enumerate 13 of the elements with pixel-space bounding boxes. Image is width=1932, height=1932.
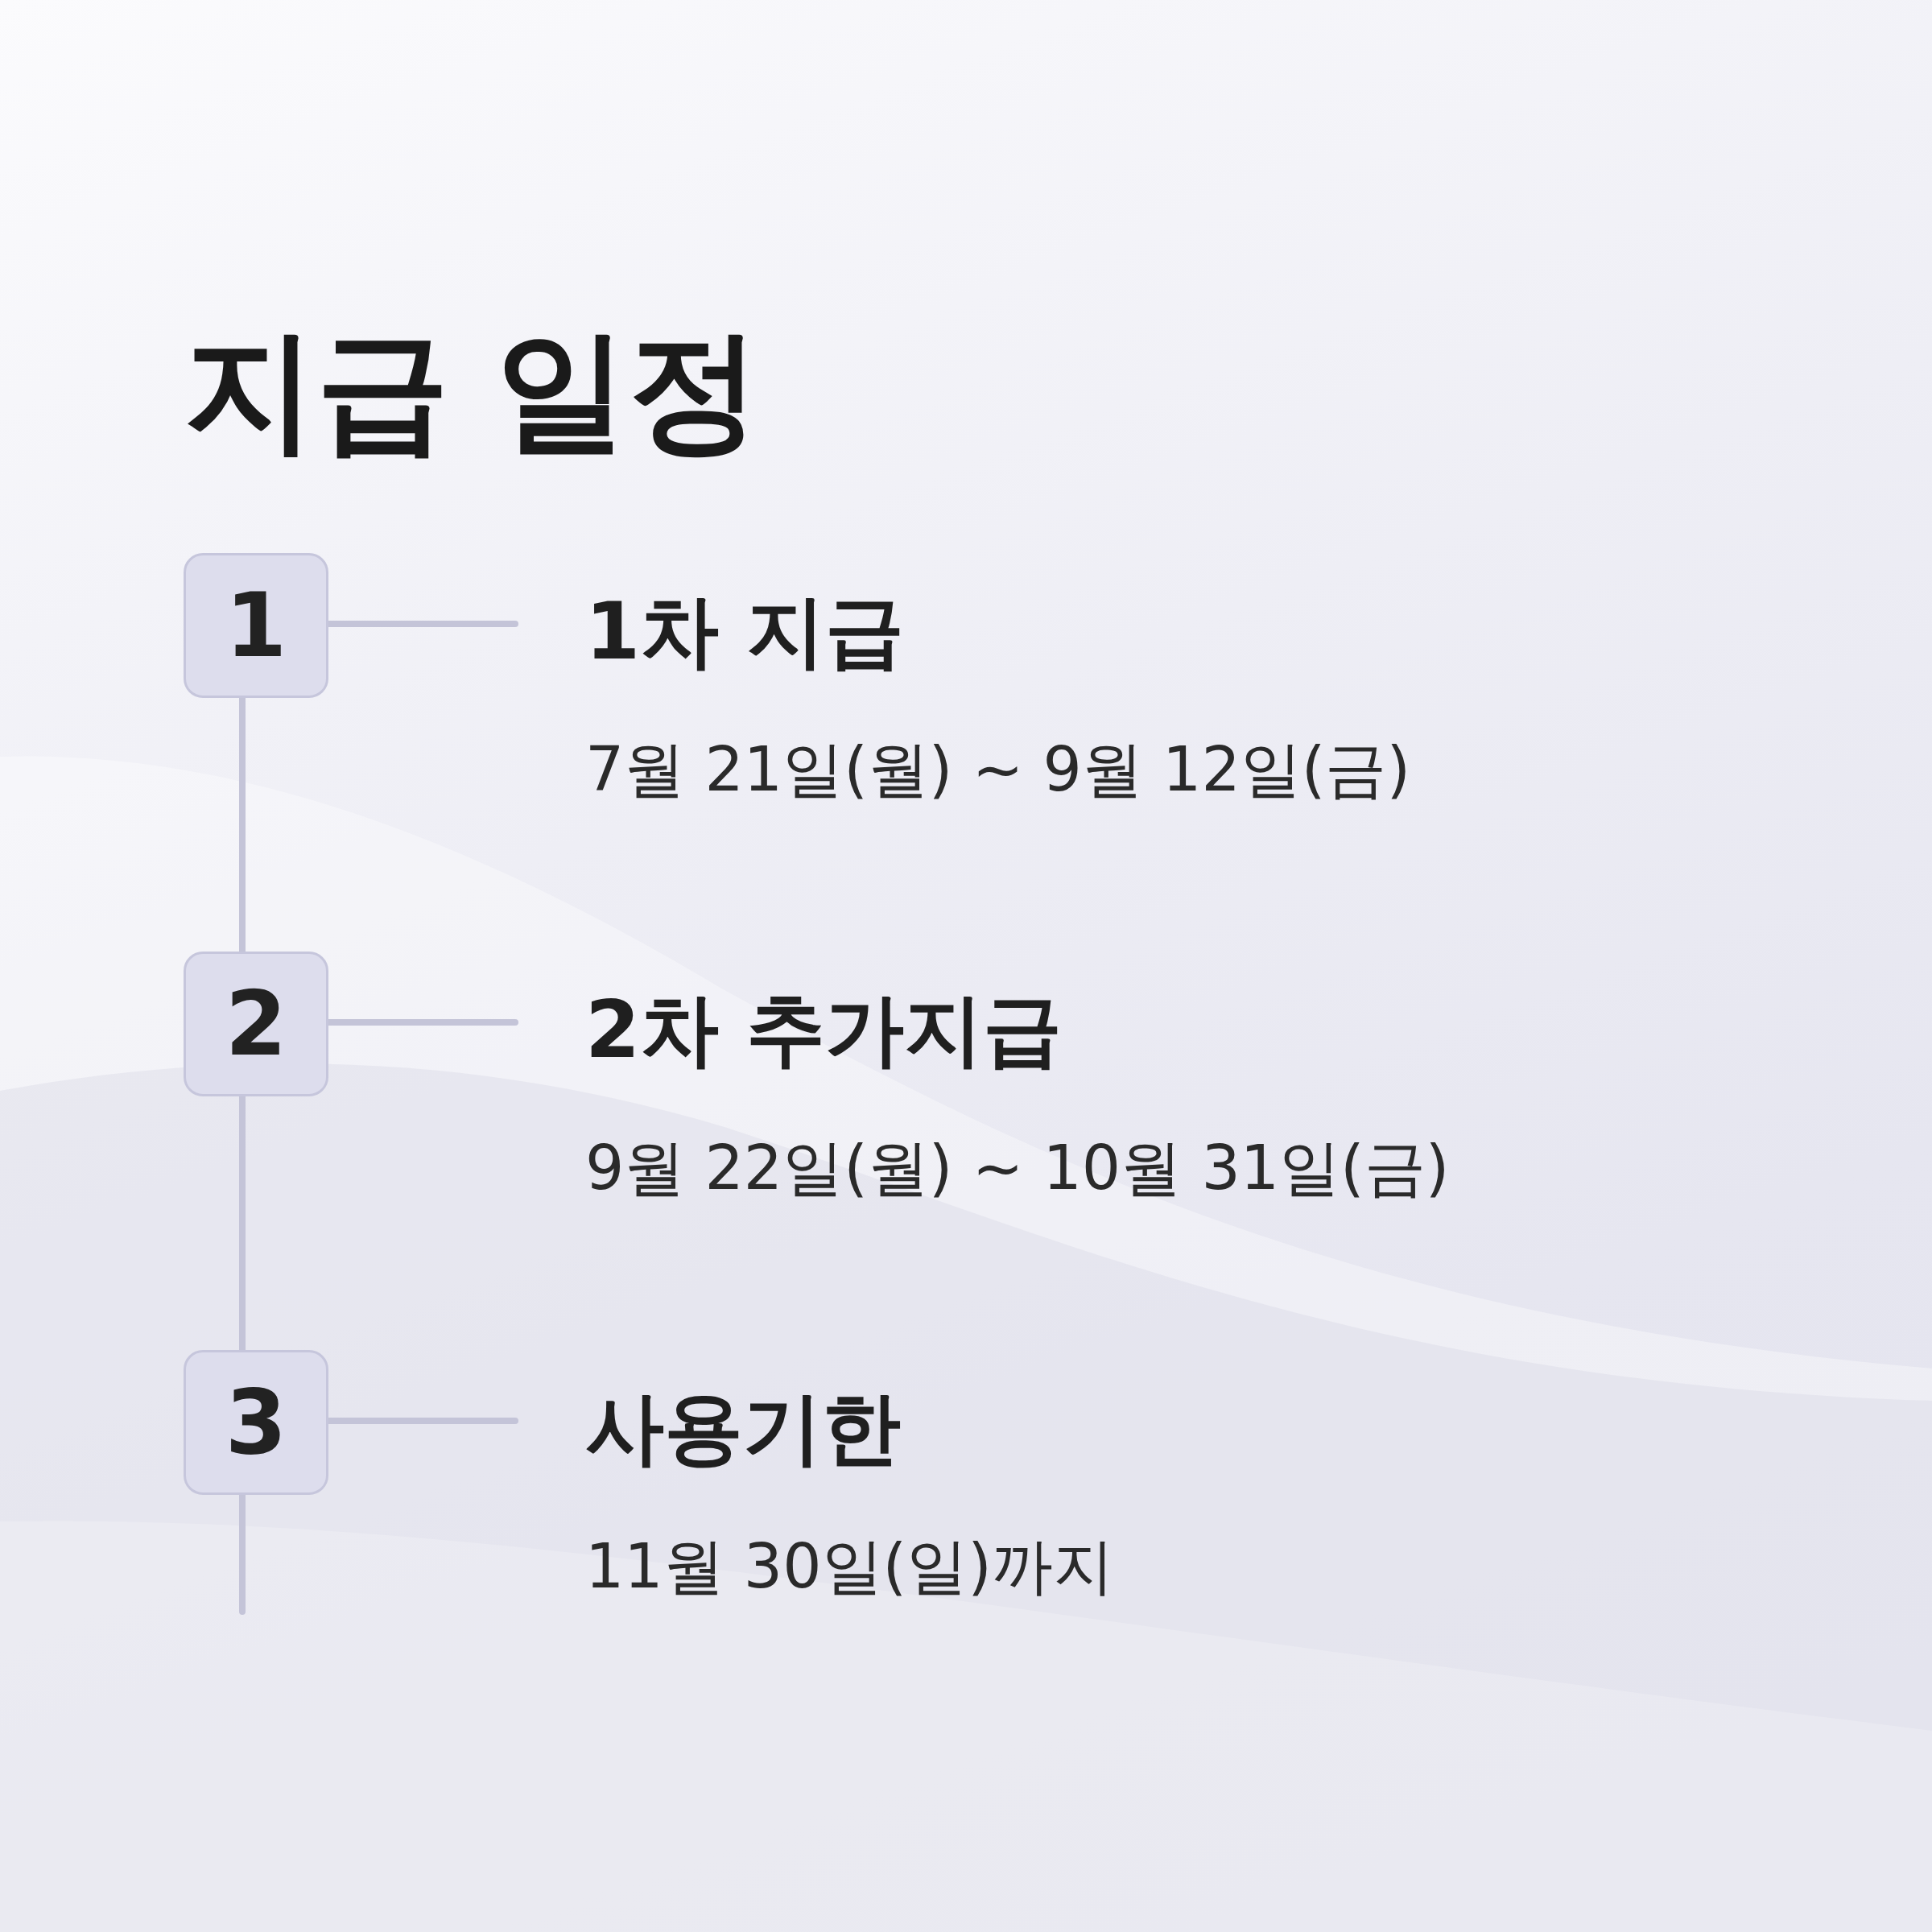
step-number-box: [184, 553, 328, 698]
step-number: 3: [225, 1378, 287, 1467]
step-number: 1: [225, 581, 287, 670]
step-number: 2: [225, 980, 287, 1068]
date-range: 7월 21일(월) ~ 9월 12일(금): [585, 739, 1411, 800]
step-number-box: [184, 952, 328, 1096]
step-heading: 사용기한: [585, 1389, 901, 1468]
step-heading: 2차 추가지급: [585, 990, 1063, 1069]
date-range: 9월 22일(월) ~ 10월 31일(금): [585, 1137, 1450, 1199]
step-heading: 1차 지급: [585, 592, 905, 671]
step-number-box: [184, 1350, 328, 1495]
title: 지급 일정: [184, 318, 762, 464]
date-range: 11월 30일(일)까지: [585, 1536, 1114, 1597]
